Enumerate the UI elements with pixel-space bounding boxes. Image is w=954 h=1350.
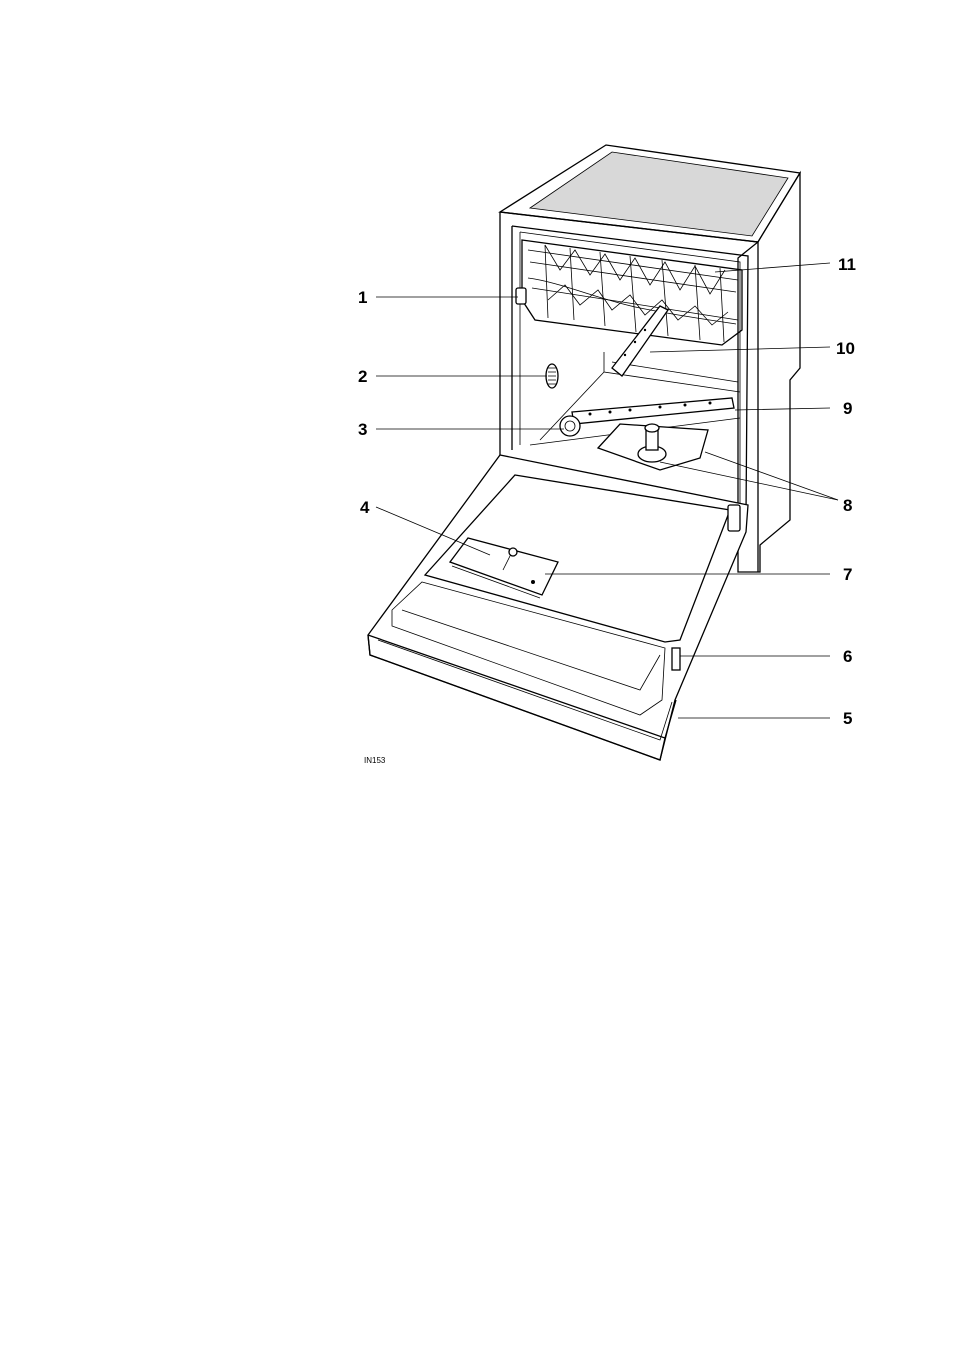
callout-6: 6 [843,647,852,666]
callout-3: 3 [358,420,367,439]
rinse-aid-indicator [516,288,526,304]
lower-spray-arm [572,398,734,424]
callout-10: 10 [836,339,855,358]
open-door [368,455,748,760]
callout-1: 1 [358,288,367,307]
callout-5: 5 [843,709,852,728]
salt-container-cap [560,416,580,436]
callout-7: 7 [843,565,852,584]
filter-assembly [598,424,708,470]
callout-2: 2 [358,367,367,386]
figure-code: IN153 [364,756,386,765]
callout-9: 9 [843,399,852,418]
upper-basket [522,240,742,345]
worktop-panel [530,152,788,236]
side-spray-nozzle [546,364,558,388]
callout-4: 4 [360,498,370,517]
callout-11: 11 [838,255,856,274]
upper-spray-arm [612,306,668,376]
callout-8: 8 [843,496,852,515]
